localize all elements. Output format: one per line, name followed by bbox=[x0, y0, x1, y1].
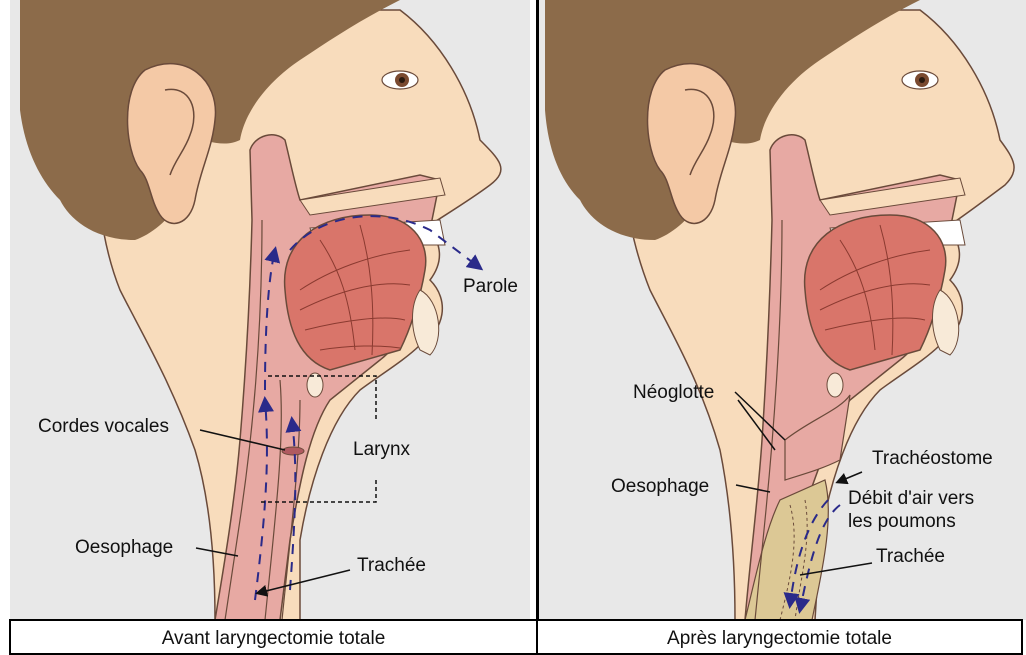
label-cordes-vocales: Cordes vocales bbox=[38, 416, 169, 438]
caption-before: Avant laryngectomie totale bbox=[10, 622, 537, 655]
label-trachee-after: Trachée bbox=[876, 546, 945, 568]
label-oesophage-before: Oesophage bbox=[75, 537, 173, 559]
label-larynx: Larynx bbox=[353, 439, 410, 461]
label-tracheostome: Trachéostome bbox=[872, 448, 993, 470]
label-neoglotte: Néoglotte bbox=[633, 382, 714, 404]
caption-after: Après laryngectomie totale bbox=[537, 622, 1022, 655]
label-debit-line2: les poumons bbox=[848, 511, 956, 533]
label-trachee-before: Trachée bbox=[357, 555, 426, 577]
panel-before bbox=[10, 0, 530, 620]
label-oesophage-after: Oesophage bbox=[611, 476, 709, 498]
label-parole: Parole bbox=[463, 276, 518, 298]
label-debit-line1: Débit d'air vers bbox=[848, 488, 974, 510]
